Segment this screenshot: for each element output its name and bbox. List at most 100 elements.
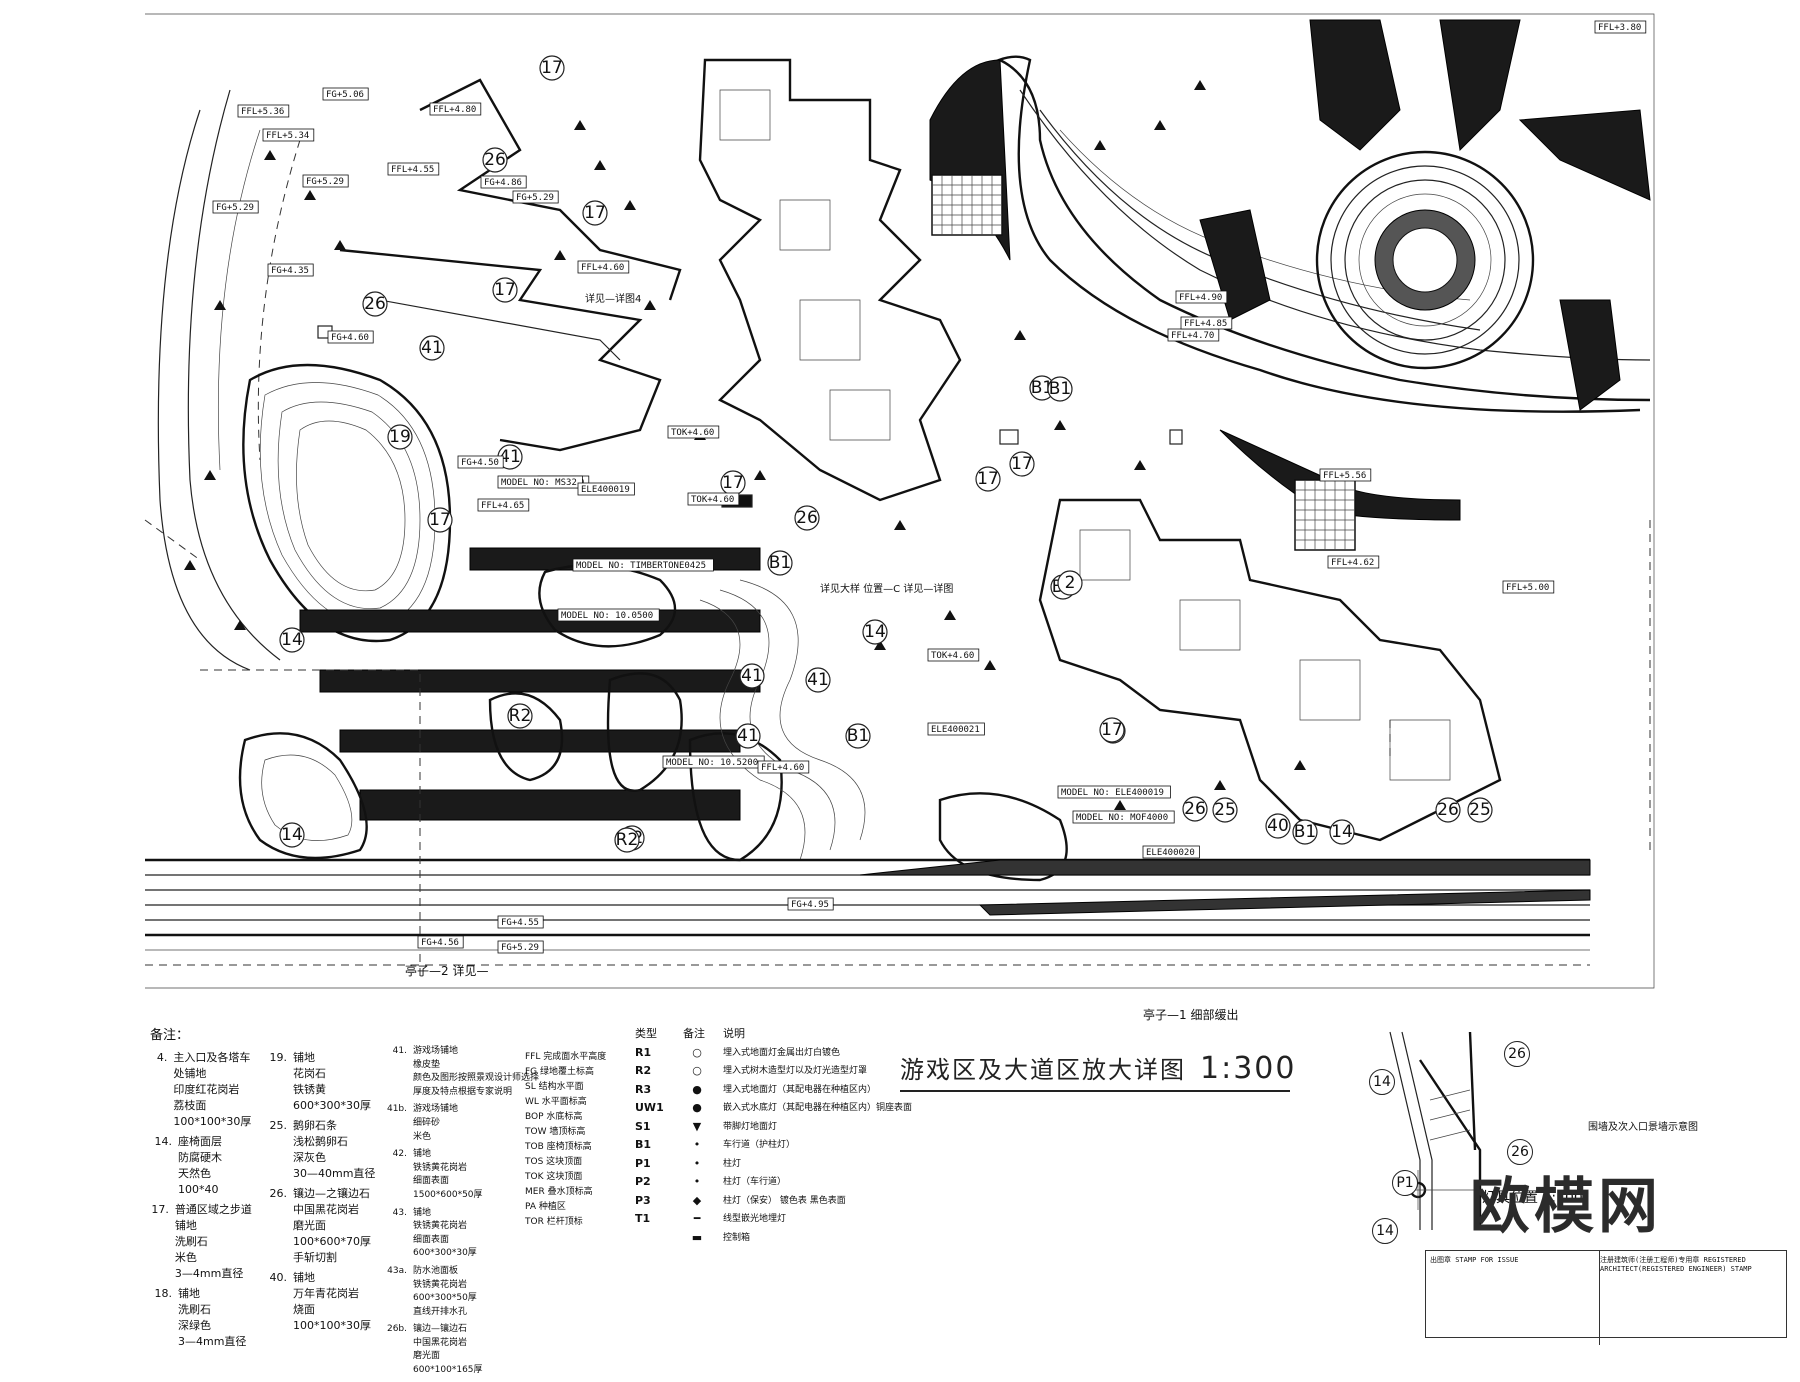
tag-box xyxy=(687,492,740,506)
callout-circle xyxy=(1212,797,1238,823)
inset-detail xyxy=(1389,1031,1482,1230)
legend-row: P2•柱灯（车行道） xyxy=(635,1173,983,1192)
legend-type: P1 xyxy=(635,1156,651,1170)
title-text: 游戏区及大道区放大详图 xyxy=(900,1056,1186,1084)
note-line: 印度红花岗岩 xyxy=(173,1083,240,1096)
callout-label: 14 xyxy=(281,825,303,845)
elevation-tag: MODEL NO: 10.0500 xyxy=(561,611,653,621)
abbr-row: WL 水平面标高 xyxy=(525,1097,587,1107)
inset-callout: 14 xyxy=(1369,1069,1395,1095)
callout-circle xyxy=(279,627,305,653)
elevation-tag: TOK+4.60 xyxy=(931,651,974,661)
abbr-row: TOS 这块顶面 xyxy=(525,1157,583,1167)
legend-row: T1━线型嵌光地埋灯 xyxy=(635,1210,983,1229)
legend-symbol: ○ xyxy=(692,1064,702,1077)
legend-desc: 柱灯（车行道） xyxy=(723,1177,787,1187)
callout-label: 17 xyxy=(584,203,606,223)
elevation-tag: FFL+4.65 xyxy=(481,501,524,511)
stamp-block: 出图章 STAMP FOR ISSUE 注册建筑师(注册工程师)专用章 REGI… xyxy=(1425,1250,1787,1345)
legend-type xyxy=(635,1229,683,1248)
callout-marker: 26 xyxy=(362,291,388,317)
note-line: 中国黑花岗岩 xyxy=(413,1337,468,1348)
callout-marker: B1 xyxy=(767,550,793,576)
elevation-tag: FFL+5.34 xyxy=(266,131,309,141)
callout-label: B1 xyxy=(1031,378,1053,398)
callout-circle xyxy=(1467,797,1493,823)
elevation-tag: FG+5.29 xyxy=(501,943,539,953)
note-line: 细面表面 xyxy=(413,1234,450,1245)
callout-label: B1 xyxy=(1049,379,1071,399)
stamp-left: 出图章 STAMP FOR ISSUE xyxy=(1426,1251,1600,1345)
elevation-tag: FG+5.29 xyxy=(216,203,254,213)
central-building xyxy=(698,58,962,502)
callout-circle xyxy=(735,723,761,749)
callout-label: 17 xyxy=(722,473,744,493)
tag-box xyxy=(497,915,544,929)
note-line: 深灰色 xyxy=(293,1151,326,1164)
callout-marker: 40 xyxy=(1265,813,1291,839)
elevation-tag: FFL+4.62 xyxy=(1331,558,1374,568)
callout-circle xyxy=(767,550,793,576)
tag-box xyxy=(512,190,559,204)
elevation-tag: FG+5.29 xyxy=(516,193,554,203)
callout-marker: 17 xyxy=(1009,451,1035,477)
legend-symbol: ▬ xyxy=(691,1230,703,1244)
elevation-tag: FFL+5.56 xyxy=(1323,471,1366,481)
tag-box xyxy=(1319,468,1372,482)
elevation-tag: FFL+4.85 xyxy=(1184,319,1227,329)
detail-c-caption: 详见大样 位置—C 详见—详图 xyxy=(820,584,954,595)
note-line: 米色 xyxy=(413,1131,432,1142)
callout-label: 26 xyxy=(364,294,386,314)
elevation-tag: FG+5.29 xyxy=(306,177,344,187)
note-body: 游戏场铺地细碎砂米色 xyxy=(413,1103,458,1144)
note-line: 中国黑花岗岩 xyxy=(293,1203,359,1216)
legend-type: UW1 xyxy=(635,1101,664,1114)
legend-header-cell: 类型 xyxy=(635,1027,657,1040)
callout-circle xyxy=(427,507,453,533)
note-line: 30—40mm直径 xyxy=(293,1167,376,1180)
tag-box xyxy=(387,162,440,176)
callout-marker: 26 xyxy=(794,505,820,531)
note-line: 细面表面 xyxy=(413,1176,450,1187)
tag-box xyxy=(237,104,290,118)
callout-label: 41 xyxy=(737,726,759,746)
legend-desc: 控制箱 xyxy=(723,1232,751,1243)
note-item: 41b.游戏场铺地细碎砂米色 xyxy=(385,1103,570,1144)
callout-circle xyxy=(845,723,871,749)
note-line: 防水池面板 xyxy=(413,1265,459,1276)
callout-circle xyxy=(614,827,640,853)
note-line: 洗刷石 xyxy=(178,1303,211,1316)
note-number: 43a. xyxy=(387,1265,407,1276)
right-building xyxy=(1038,498,1502,842)
elevation-tag: FG+4.50 xyxy=(461,458,499,468)
amphitheatre xyxy=(929,19,1651,551)
callout-marker: 26 xyxy=(482,147,508,173)
callout-label: 41 xyxy=(741,666,763,686)
tag-box xyxy=(417,935,464,949)
callout-marker: 17 xyxy=(582,200,608,226)
callout-marker: 26 xyxy=(1435,797,1461,823)
note-number: 17. xyxy=(151,1203,169,1216)
elevation-tag: FG+4.60 xyxy=(331,333,369,343)
callout-circle xyxy=(419,335,445,361)
callout-circle xyxy=(279,822,305,848)
callout-label: 17 xyxy=(1101,720,1123,740)
callout-circle xyxy=(805,667,831,693)
callout-circle xyxy=(1182,796,1208,822)
watermark-logo: 欧模网 xyxy=(1470,1172,1662,1242)
callout-circle xyxy=(362,291,388,317)
